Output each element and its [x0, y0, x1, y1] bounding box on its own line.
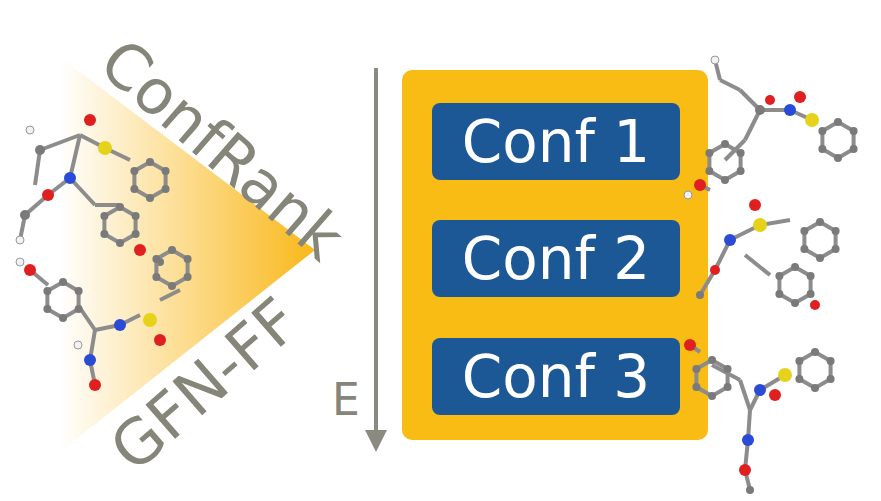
conformer-name: Conf 2 [462, 230, 651, 288]
atoms [684, 339, 792, 494]
molecule [30, 270, 180, 385]
conformer-box: Conf 3 [432, 338, 680, 415]
energy-axis [374, 68, 378, 432]
conformer-box: Conf 1 [432, 103, 680, 180]
conformer-name: Conf 3 [462, 348, 651, 406]
atoms [696, 199, 820, 310]
atoms [684, 56, 819, 199]
conformer-box: Conf 2 [432, 220, 680, 297]
molecule [700, 60, 812, 190]
axis-label: E [332, 378, 360, 422]
ranking-panel [402, 70, 708, 440]
conformer-name: Conf 1 [462, 113, 651, 171]
molecule [700, 220, 790, 295]
atoms [16, 114, 164, 266]
atoms [16, 258, 166, 391]
molecule [20, 135, 130, 240]
molecule [690, 345, 785, 490]
energy-arrowhead [365, 430, 387, 452]
